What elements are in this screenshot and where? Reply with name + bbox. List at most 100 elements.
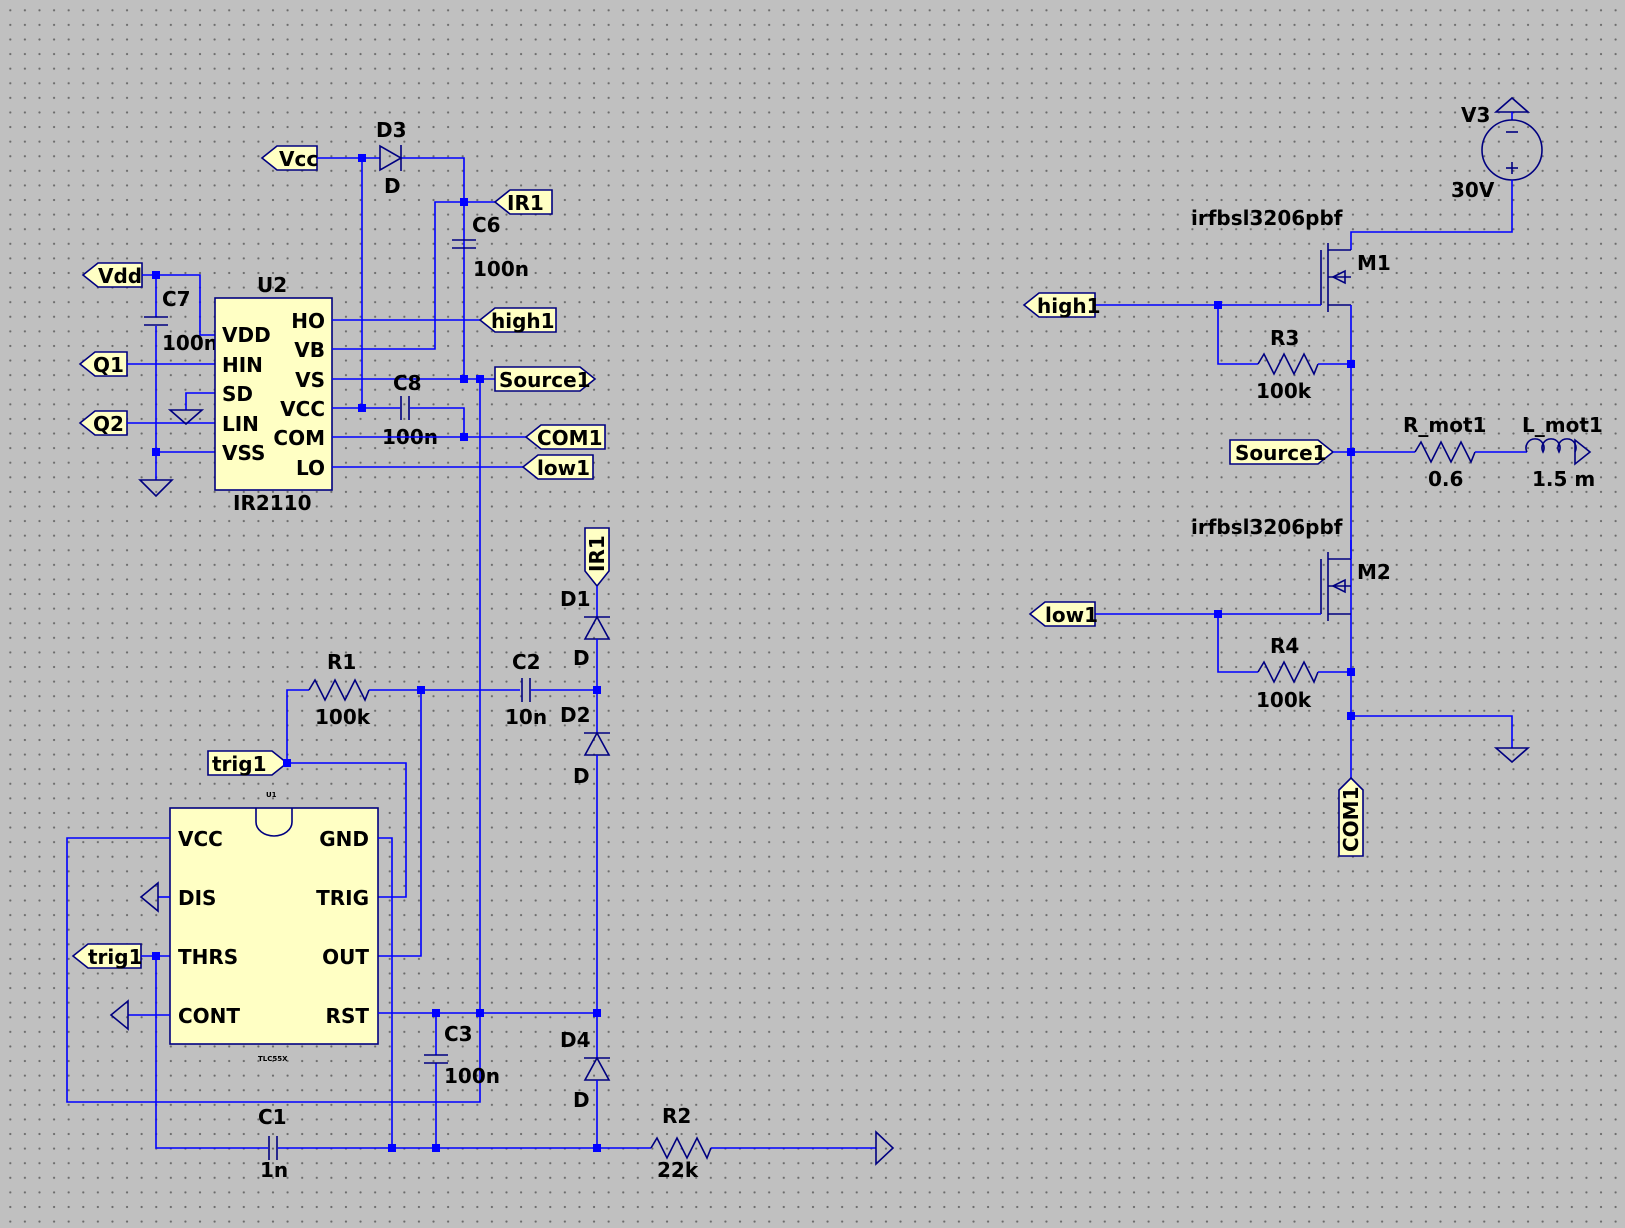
net-label-q1[interactable]: Q1 — [78, 351, 128, 377]
lmot-ref: L_mot1 — [1522, 413, 1603, 437]
c8-ref: C8 — [393, 371, 422, 395]
net-label-source1[interactable]: Source1 — [494, 366, 597, 392]
capacitor-c2[interactable]: C2 10n — [505, 650, 547, 729]
pin-ho: HO — [291, 309, 325, 333]
svg-text:COM1: COM1 — [1339, 787, 1363, 853]
c7-ref: C7 — [162, 287, 191, 311]
pin-lin: LIN — [222, 412, 259, 436]
diode-d2[interactable]: D2 D — [560, 703, 611, 788]
pin-vdd: VDD — [222, 323, 271, 347]
pin-vb: VB — [294, 338, 325, 362]
c7-value: 100n — [162, 331, 218, 355]
dis-port-arrow — [139, 881, 159, 913]
svg-text:IR1: IR1 — [585, 535, 609, 572]
c1-value: 1n — [260, 1158, 288, 1182]
r4-value: 100k — [1256, 688, 1312, 712]
resistor-r2[interactable]: R2 22k — [650, 1104, 712, 1182]
junctions — [152, 154, 1355, 1152]
c3-value: 100n — [444, 1064, 500, 1088]
net-label-trig1[interactable]: trig1 — [207, 750, 289, 776]
svg-text:Source1: Source1 — [1235, 441, 1327, 465]
capacitor-c7[interactable]: C7 100n — [144, 287, 218, 355]
m1-ref: M1 — [1357, 251, 1391, 275]
net-label-vdd[interactable]: Vdd — [81, 262, 143, 288]
svg-text:Q1: Q1 — [93, 353, 124, 377]
m2-ref: M2 — [1357, 560, 1391, 584]
d1-value: D — [573, 646, 590, 670]
rmot-ref: R_mot1 — [1403, 413, 1486, 437]
pin-vcc: VCC — [178, 827, 223, 851]
c2-value: 10n — [505, 705, 547, 729]
pin-gnd: GND — [319, 827, 369, 851]
resistor-r-mot1[interactable]: R_mot1 0.6 — [1403, 413, 1486, 491]
c3-ref: C3 — [444, 1022, 473, 1046]
net-label-trig1[interactable]: trig1 — [71, 943, 143, 969]
svg-text:trig1: trig1 — [212, 752, 267, 776]
voltage-source-v3[interactable]: V3 30V — [1451, 96, 1543, 202]
d1-ref: D1 — [560, 587, 591, 611]
capacitor-c6[interactable]: C6 100n — [452, 213, 529, 281]
c6-ref: C6 — [472, 213, 501, 237]
c6-value: 100n — [473, 257, 529, 281]
u1-ref: U1 — [266, 791, 277, 799]
net-label-ir1-vertical[interactable]: IR1 — [584, 527, 610, 588]
r3-ref: R3 — [1270, 326, 1299, 350]
pin-trig: TRIG — [316, 886, 369, 910]
pin-lo: LO — [296, 456, 325, 480]
pin-thrs: THRS — [178, 945, 238, 969]
diode-d3[interactable]: D3 D — [376, 118, 407, 198]
pin-vcc: VCC — [280, 397, 325, 421]
u2-part: IR2110 — [233, 491, 312, 515]
ground-symbol — [1493, 747, 1531, 764]
net-label-q2[interactable]: Q2 — [78, 410, 128, 436]
svg-text:trig1: trig1 — [88, 945, 143, 969]
pin-vss: VSS — [222, 441, 265, 465]
svg-text:COM1: COM1 — [537, 426, 603, 450]
diode-d1[interactable]: D1 D — [560, 587, 611, 670]
svg-text:low1: low1 — [1045, 603, 1098, 627]
cont-port-arrow — [109, 999, 129, 1031]
resistor-r1[interactable]: R1 100k — [308, 650, 371, 729]
net-label-high1[interactable]: high1 — [478, 307, 557, 333]
d3-ref: D3 — [376, 118, 407, 142]
net-label-low1[interactable]: low1 — [521, 454, 594, 480]
resistor-r3[interactable]: R3 100k — [1256, 326, 1319, 403]
mosfet-m1[interactable]: irfbsl3206pbf M1 — [1191, 206, 1391, 312]
c2-ref: C2 — [512, 650, 541, 674]
net-label-ir1[interactable]: IR1 — [493, 189, 553, 215]
ic-u2-ir2110[interactable]: U2 IR2110 VDD HIN SD LIN VSS HO VB VS VC… — [214, 273, 333, 515]
pin-hin: HIN — [222, 353, 263, 377]
r3-value: 100k — [1256, 379, 1312, 403]
m2-part: irfbsl3206pbf — [1191, 515, 1343, 539]
d2-ref: D2 — [560, 703, 591, 727]
rmot-value: 0.6 — [1428, 467, 1463, 491]
pin-rst: RST — [326, 1004, 370, 1028]
u2-ref: U2 — [257, 273, 287, 297]
svg-text:Source1: Source1 — [499, 368, 591, 392]
net-label-com1-vertical[interactable]: COM1 — [1338, 776, 1364, 857]
resistor-r4[interactable]: R4 100k — [1256, 634, 1319, 712]
svg-text:high1: high1 — [1037, 294, 1101, 318]
svg-text:IR1: IR1 — [507, 191, 544, 215]
c1-ref: C1 — [258, 1105, 287, 1129]
capacitor-c3[interactable]: C3 100n — [424, 1022, 500, 1088]
ic-u1-tlc55x[interactable]: U1 TLC55X VCC DIS THRS CONT GND TRIG OUT… — [169, 791, 379, 1063]
pin-out: OUT — [322, 945, 369, 969]
d4-value: D — [573, 1088, 590, 1112]
net-label-low1[interactable]: low1 — [1028, 601, 1098, 627]
mosfet-m2[interactable]: irfbsl3206pbf M2 — [1191, 515, 1391, 621]
capacitor-c1[interactable]: C1 1n — [258, 1105, 288, 1182]
net-label-com1[interactable]: COM1 — [524, 424, 606, 450]
inductor-l-mot1[interactable]: L_mot1 1.5 m — [1522, 413, 1603, 491]
diode-d4[interactable]: D4 D — [560, 1028, 611, 1112]
ground-symbol — [138, 479, 174, 498]
svg-text:Vdd: Vdd — [98, 264, 142, 288]
r2-ref: R2 — [662, 1104, 691, 1128]
net-label-vcc[interactable]: Vcc — [260, 145, 318, 171]
lmot-value: 1.5 m — [1532, 467, 1595, 491]
u1-part: TLC55X — [258, 1055, 288, 1063]
net-label-high1[interactable]: high1 — [1022, 292, 1101, 318]
net-label-source1[interactable]: Source1 — [1229, 439, 1335, 465]
m1-part: irfbsl3206pbf — [1191, 206, 1343, 230]
